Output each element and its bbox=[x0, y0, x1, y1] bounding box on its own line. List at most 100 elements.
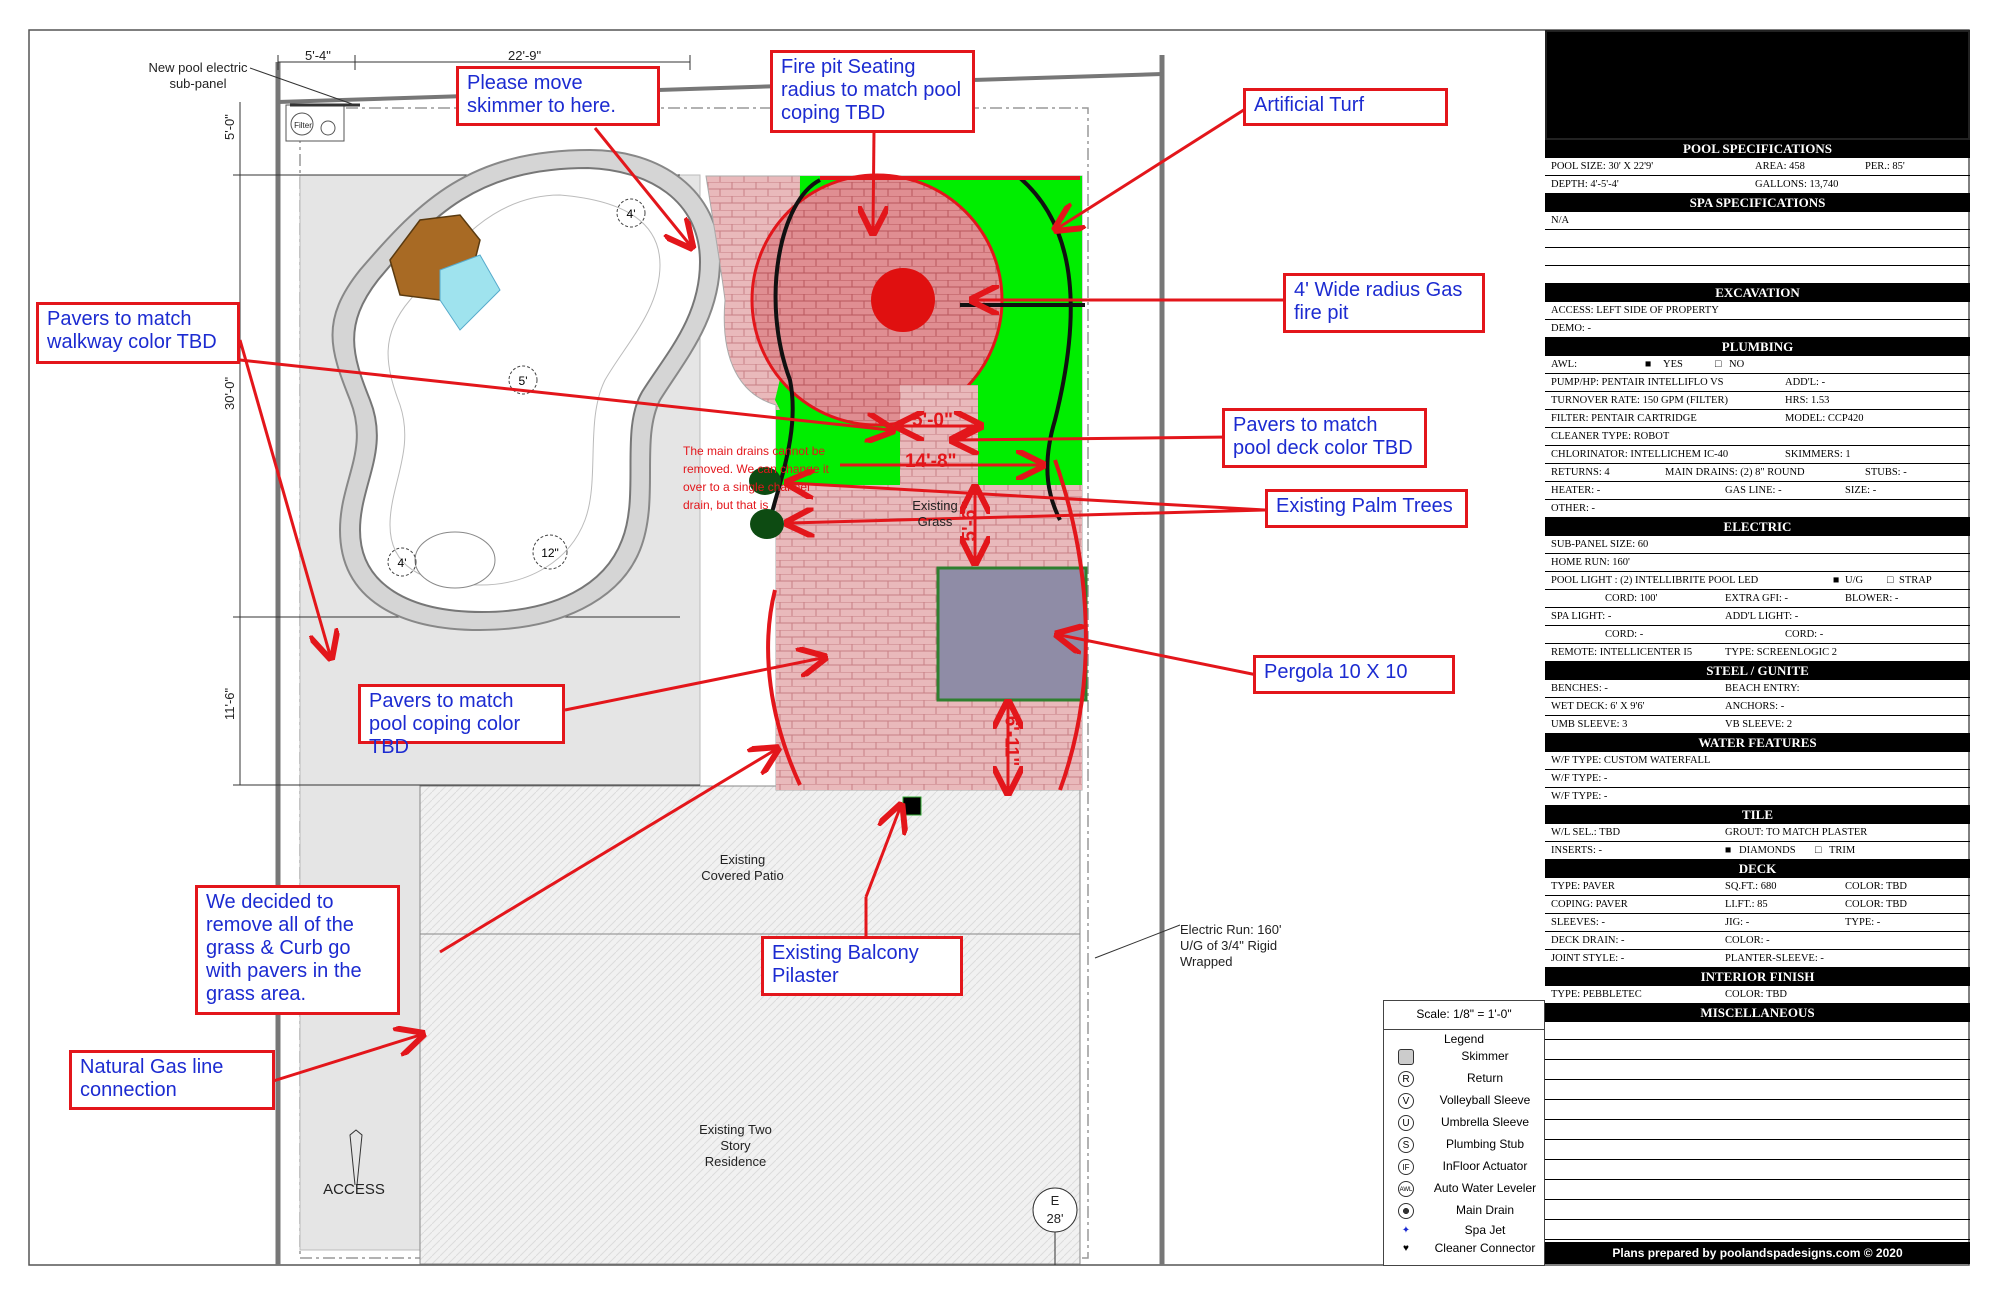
blower: BLOWER: - bbox=[1845, 593, 1899, 604]
wf3: W/F TYPE: - bbox=[1551, 791, 1608, 802]
gas-line: GAS LINE: - bbox=[1725, 485, 1782, 496]
planter-sleeve: PLANTER-SLEEVE: - bbox=[1725, 953, 1824, 964]
existing-grass-label: Existing Grass bbox=[912, 498, 958, 529]
residence-label: Existing Two Story Residence bbox=[699, 1122, 772, 1169]
cleaner: CLEANER TYPE: ROBOT bbox=[1551, 431, 1670, 442]
remote: REMOTE: INTELLICENTER I5 bbox=[1551, 647, 1693, 658]
deck-sqft: SQ.FT.: 680 bbox=[1725, 881, 1777, 892]
cleaner-connector-icon: ♥ bbox=[1403, 1243, 1409, 1254]
coping-color: COLOR: TBD bbox=[1845, 899, 1907, 910]
misc-header: MISCELLANEOUS bbox=[1545, 1004, 1970, 1022]
volleyball-sleeve-icon: V bbox=[1398, 1093, 1414, 1109]
pump-addl: ADD'L: - bbox=[1785, 377, 1826, 388]
excavation-header: EXCAVATION bbox=[1545, 284, 1970, 302]
legend-item-infloor: InFloor Actuator bbox=[1442, 1159, 1528, 1173]
heater: HEATER: - bbox=[1551, 485, 1601, 496]
ug: U/G bbox=[1845, 575, 1864, 586]
spa-light: SPA LIGHT: - bbox=[1551, 611, 1612, 622]
depth-4-top: 4' bbox=[627, 207, 636, 221]
specifications-panel: POOL SPECIFICATIONS POOL SIZE: 30' X 22'… bbox=[1545, 30, 1970, 1265]
skimmers: SKIMMERS: 1 bbox=[1785, 449, 1851, 460]
dim-side-b: 30'-0" bbox=[222, 376, 237, 410]
umbrella-sleeve-icon: U bbox=[1398, 1115, 1414, 1131]
hrs: HRS: 1.53 bbox=[1785, 395, 1830, 406]
main-drain-icon bbox=[1398, 1203, 1414, 1219]
wf2: W/F TYPE: - bbox=[1551, 773, 1608, 784]
title-block bbox=[1545, 30, 1970, 140]
interior-finish-header: INTERIOR FINISH bbox=[1545, 968, 1970, 986]
covered-patio-label: Existing Covered Patio bbox=[701, 852, 784, 883]
legend-item-awl: Auto Water Leveler bbox=[1433, 1181, 1537, 1195]
annotation-walkway-pavers: Pavers to match walkway color TBD bbox=[36, 302, 240, 364]
extra-gfi: EXTRA GFI: - bbox=[1725, 593, 1788, 604]
vb-sleeve: VB SLEEVE: 2 bbox=[1725, 719, 1793, 730]
electric-subpanel-label: New pool electric sub-panel bbox=[148, 60, 248, 91]
annotation-artificial-turf: Artificial Turf bbox=[1243, 88, 1448, 126]
turnover: TURNOVER RATE: 150 GPM (FILTER) bbox=[1551, 395, 1728, 406]
tile-header: TILE bbox=[1545, 806, 1970, 824]
awl-no: NO bbox=[1729, 359, 1745, 370]
interior-color: COLOR: TBD bbox=[1725, 989, 1787, 1000]
deck-color: COLOR: TBD bbox=[1845, 881, 1907, 892]
drawing-border bbox=[28, 29, 1970, 1266]
pool-depth: DEPTH: 4'-5'-4' bbox=[1551, 179, 1619, 190]
annotation-leaders bbox=[238, 104, 1295, 1084]
diamonds: DIAMONDS bbox=[1739, 845, 1796, 856]
palm-tree-2 bbox=[750, 509, 784, 539]
annotation-balcony-pilaster: Existing Balcony Pilaster bbox=[761, 936, 963, 996]
wf1: W/F TYPE: CUSTOM WATERFALL bbox=[1551, 755, 1711, 766]
deck-color2: COLOR: - bbox=[1725, 935, 1770, 946]
water-features-header: WATER FEATURES bbox=[1545, 734, 1970, 752]
legend-item-skimmer: Skimmer bbox=[1461, 1049, 1509, 1063]
wet-deck: WET DECK: 6' X 9'6' bbox=[1551, 701, 1645, 712]
dim-top-main: 22'-9" bbox=[508, 48, 542, 63]
annotation-skimmer: Please move skimmer to here. bbox=[456, 66, 660, 126]
exc-demo: DEMO: - bbox=[1551, 323, 1591, 334]
annotation-palm-trees: Existing Palm Trees bbox=[1265, 489, 1468, 528]
depth-5: 5' bbox=[519, 374, 528, 388]
annotation-coping-pavers: Pavers to match pool coping color TBD bbox=[358, 684, 565, 758]
chlorinator: CHLORINATOR: INTELLICHEM IC-40 bbox=[1551, 449, 1729, 460]
property-line-top bbox=[277, 72, 1163, 104]
benches: BENCHES: - bbox=[1551, 683, 1608, 694]
legend-item-main-drain: Main Drain bbox=[1455, 1203, 1515, 1217]
dim-5-6: 5'-6" bbox=[959, 500, 981, 542]
pool-light: POOL LIGHT : (2) INTELLIBRITE POOL LED bbox=[1551, 575, 1759, 586]
awl-no-box: □ bbox=[1715, 359, 1722, 370]
model: MODEL: CCP420 bbox=[1785, 413, 1864, 424]
lift: LI.FT.: 85 bbox=[1725, 899, 1768, 910]
pool-gallons: GALLONS: 13,740 bbox=[1755, 179, 1839, 190]
spa-spec-header: SPA SPECIFICATIONS bbox=[1545, 194, 1970, 212]
access-label: ACCESS bbox=[323, 1181, 385, 1198]
pool-size: POOL SIZE: 30' X 22'9' bbox=[1551, 161, 1654, 172]
legend-item-volleyball: Volleyball Sleeve bbox=[1439, 1093, 1531, 1107]
plumbing-header: PLUMBING bbox=[1545, 338, 1970, 356]
deck-header: DECK bbox=[1545, 860, 1970, 878]
remote-type: TYPE: SCREENLOGIC 2 bbox=[1725, 647, 1838, 658]
waterfall-water bbox=[439, 254, 501, 331]
annotation-grass-removal: We decided to remove all of the grass & … bbox=[195, 885, 400, 1015]
filter: FILTER: PENTAIR CARTRIDGE bbox=[1551, 413, 1697, 424]
dim-side-c: 11'-6" bbox=[222, 687, 237, 720]
ug-box: ■ bbox=[1833, 575, 1840, 586]
umb-sleeve: UMB SLEEVE: 3 bbox=[1551, 719, 1628, 730]
palm-tree-1 bbox=[749, 467, 781, 495]
filter-label: Filter bbox=[294, 121, 312, 130]
legend-item-plumbing-stub: Plumbing Stub bbox=[1445, 1137, 1525, 1151]
joint-style: JOINT STYLE: - bbox=[1551, 953, 1625, 964]
homerun: HOME RUN: 160' bbox=[1551, 557, 1630, 568]
diamonds-box: ■ bbox=[1725, 845, 1732, 856]
elev-e: E bbox=[1050, 1193, 1060, 1208]
annotation-deck-color: Pavers to match pool deck color TBD bbox=[1222, 408, 1427, 468]
grout: GROUT: TO MATCH PLASTER bbox=[1725, 827, 1868, 838]
wl-sel: W/L SEL.: TBD bbox=[1551, 827, 1621, 838]
covered-patio bbox=[419, 785, 1081, 935]
access-arrow bbox=[349, 1129, 363, 1186]
return-icon: R bbox=[1398, 1071, 1414, 1087]
dim-6-11: 6'-11" bbox=[1000, 715, 1022, 767]
deck-type2: TYPE: - bbox=[1845, 917, 1881, 928]
dim-top-left: 5'-4" bbox=[305, 48, 331, 63]
skimmer-icon bbox=[1398, 1049, 1414, 1065]
annotation-pergola: Pergola 10 X 10 bbox=[1253, 655, 1455, 694]
